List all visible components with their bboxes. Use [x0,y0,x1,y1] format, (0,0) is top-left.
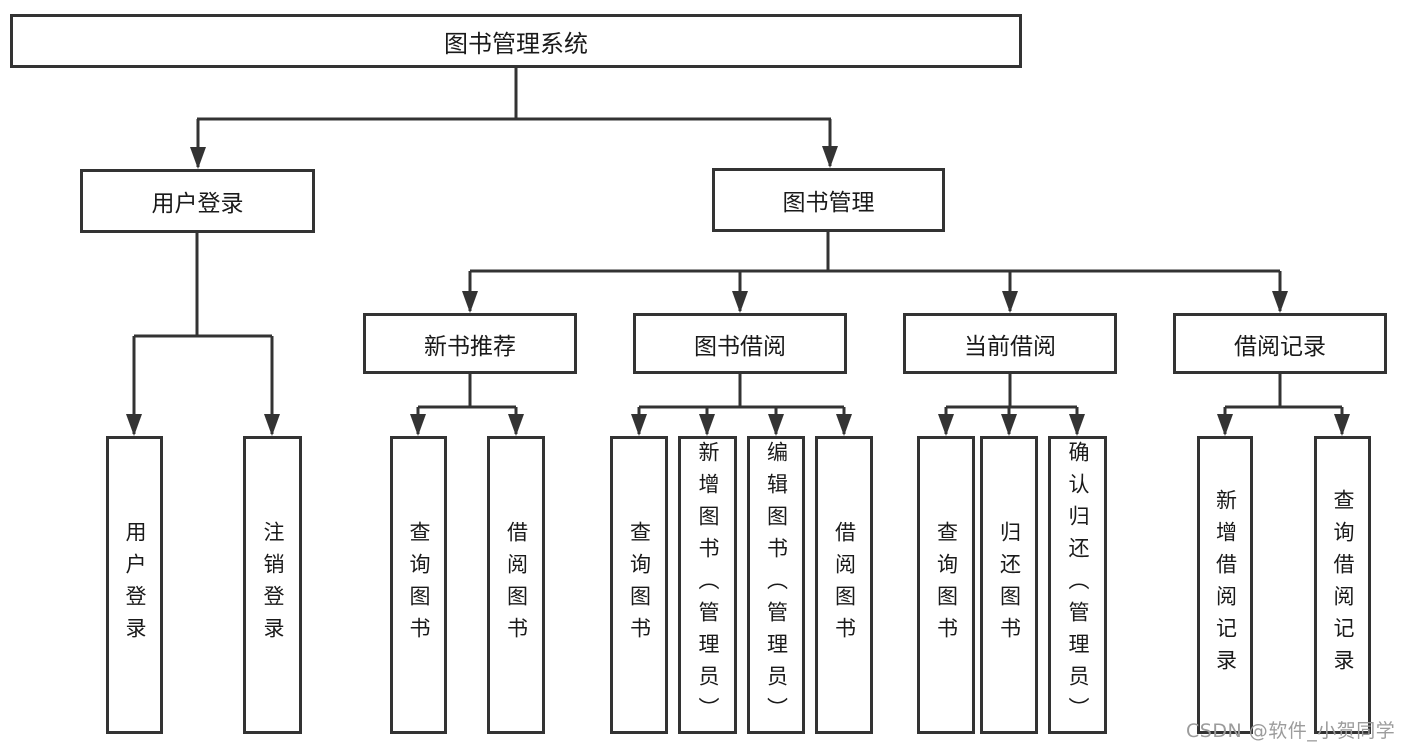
leaf-add-books-admin: 新增图书（管理员） [678,436,737,734]
leaf-edit-books-admin: 编辑图书（管理员） [747,436,805,734]
leaf-logout: 注销登录 [243,436,302,734]
node-book-borrow: 图书借阅 [633,313,847,374]
leaf-return-books: 归还图书 [980,436,1038,734]
leaf-query-books-borrow: 查询图书 [610,436,668,734]
node-new-book-recommend: 新书推荐 [363,313,577,374]
node-borrow-records: 借阅记录 [1173,313,1387,374]
connectors-new-book-recommend [410,374,524,436]
node-current-borrow: 当前借阅 [903,313,1117,374]
leaf-borrow-books-recommend: 借阅图书 [487,436,545,734]
leaf-confirm-return-admin: 确认归还（管理员） [1048,436,1107,734]
node-user-login: 用户登录 [80,169,315,233]
leaf-query-books-recommend: 查询图书 [390,436,447,734]
node-library-system: 图书管理系统 [10,14,1022,68]
node-book-management: 图书管理 [712,168,945,232]
leaf-borrow-books: 借阅图书 [815,436,873,734]
leaf-query-books-current: 查询图书 [917,436,975,734]
connectors-book-management [462,232,1288,313]
connectors-current-borrow [938,374,1085,436]
leaf-user-login: 用户登录 [106,436,163,734]
connectors-borrow-records [1217,374,1350,436]
csdn-watermark: CSDN @软件_小贺同学 [1186,720,1396,742]
connectors-user-login [126,233,280,436]
leaf-add-borrow-record: 新增借阅记录 [1197,436,1253,734]
connectors-root [190,68,838,169]
leaf-query-borrow-record: 查询借阅记录 [1314,436,1371,734]
connectors-book-borrow [631,374,852,436]
